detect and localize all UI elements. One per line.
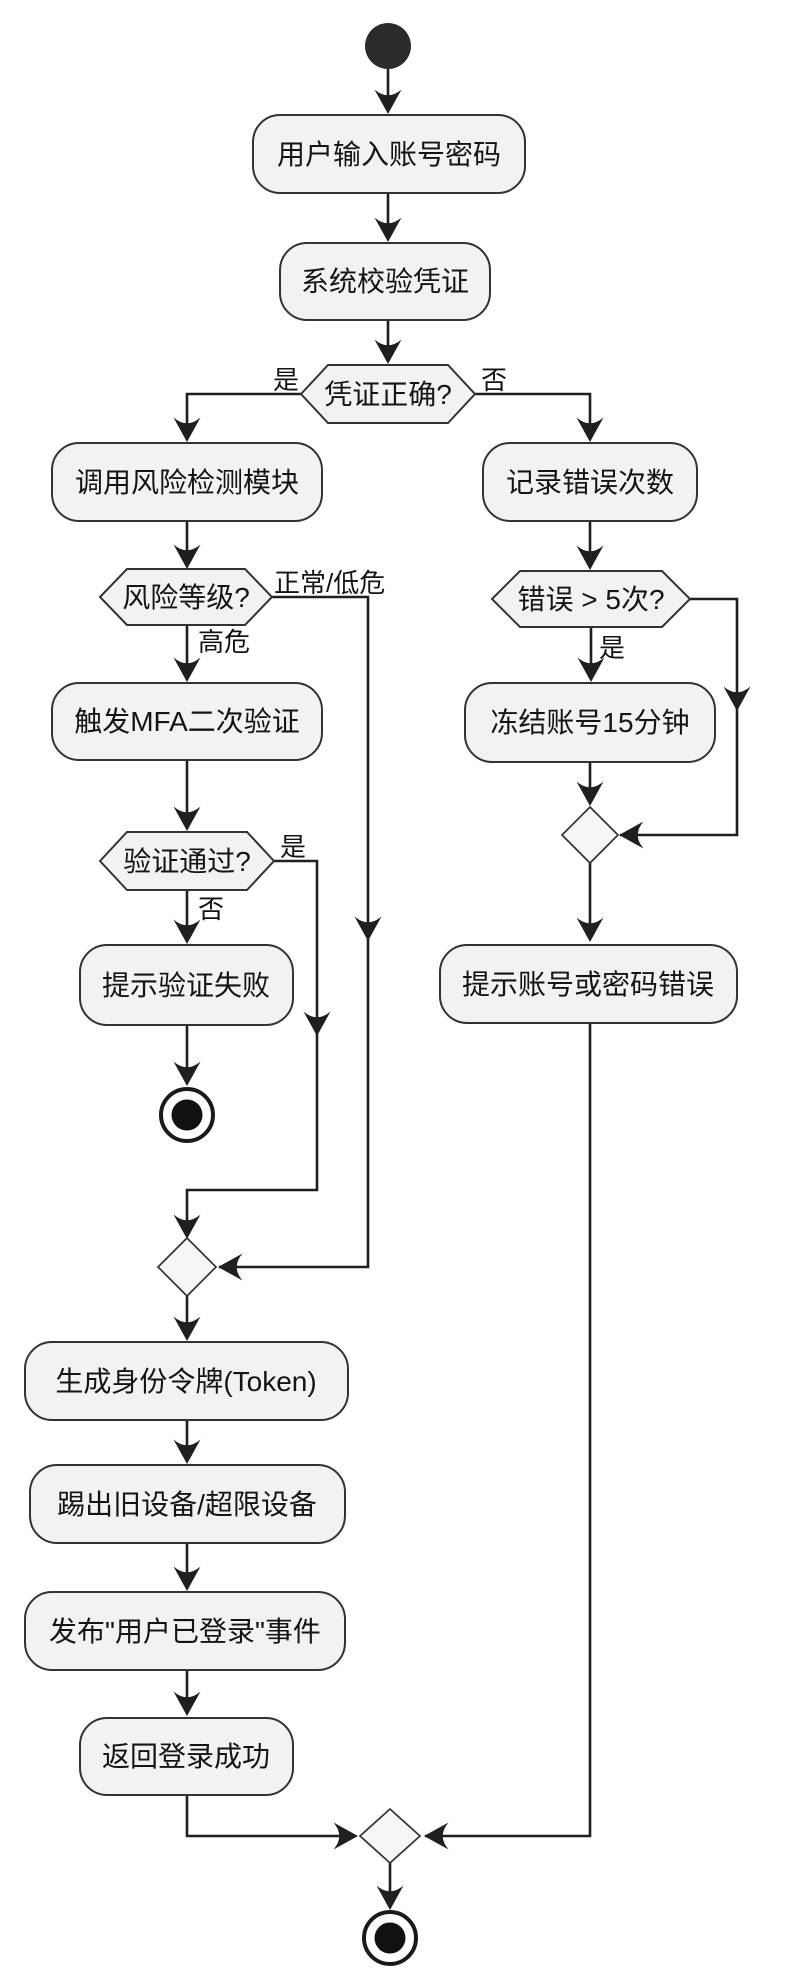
activity-label: 发布"用户已登录"事件 (49, 1616, 321, 1647)
decision-label: 验证通过? (123, 846, 251, 877)
edge-errmsg-mergeend (425, 1023, 592, 1838)
edge-label-risk-high: 高危 (198, 627, 250, 657)
activity-verify-credentials: 系统校验凭证 (279, 242, 491, 321)
edge-label-cred-no: 否 (481, 365, 507, 395)
activity-input-credentials: 用户输入账号密码 (252, 114, 526, 194)
activity-generate-token: 生成身份令牌(Token) (24, 1341, 349, 1421)
decision-label: 错误 > 5次? (517, 584, 664, 615)
decision-mfa-passed: 验证通过? (98, 831, 276, 891)
decision-label: 凭证正确? (324, 379, 452, 410)
edge-credok-riskcheck (185, 392, 301, 439)
edge-errgt5-mergeerr (620, 597, 739, 837)
activity-label: 触发MFA二次验证 (74, 706, 300, 737)
end-node-fail (159, 1087, 215, 1143)
activity-label: 生成身份令牌(Token) (55, 1366, 316, 1397)
activity-kick-devices: 踢出旧设备/超限设备 (29, 1464, 346, 1544)
activity-trigger-mfa: 触发MFA二次验证 (51, 682, 323, 761)
activity-label: 提示验证失败 (102, 970, 270, 1001)
activity-label: 用户输入账号密码 (277, 139, 501, 170)
edge-label-mfa-yes: 是 (280, 832, 306, 862)
edge-label-cred-yes: 是 (273, 365, 299, 395)
decision-risk-level: 风险等级? (98, 568, 274, 626)
start-node (365, 23, 411, 69)
merge-diamond-error (560, 805, 620, 865)
activity-return-success: 返回登录成功 (79, 1717, 294, 1796)
activity-publish-event: 发布"用户已登录"事件 (24, 1591, 346, 1671)
merge-diamond-end (358, 1807, 422, 1865)
activity-freeze-account: 冻结账号15分钟 (464, 682, 716, 763)
activity-record-errors: 记录错误次数 (482, 442, 698, 522)
edge-label-err-yes: 是 (599, 633, 625, 663)
end-node-main (362, 1910, 418, 1966)
activity-mfa-fail-message: 提示验证失败 (79, 944, 294, 1026)
activity-label: 系统校验凭证 (301, 266, 469, 297)
activity-label: 提示账号或密码错误 (462, 969, 714, 1000)
edge-label-mfa-no: 否 (198, 894, 224, 924)
decision-credentials-correct: 凭证正确? (299, 364, 477, 424)
activity-label: 冻结账号15分钟 (490, 707, 689, 738)
merge-diamond-success (156, 1236, 218, 1298)
activity-label: 踢出旧设备/超限设备 (57, 1489, 317, 1520)
decision-errors-over-5: 错误 > 5次? (490, 570, 692, 628)
decision-label: 风险等级? (122, 582, 250, 613)
edge-credok-recorderr (475, 392, 592, 439)
edge-labels: 是 否 高危 正常/低危 否 是 是 (198, 365, 625, 924)
activity-label: 记录错误次数 (506, 467, 674, 498)
activity-error-message: 提示账号或密码错误 (439, 944, 738, 1024)
edge-label-risk-normal: 正常/低危 (274, 568, 385, 598)
activity-label: 返回登录成功 (102, 1741, 270, 1772)
edge-mfapass-mergesuccess (185, 859, 319, 1236)
edge-returnok-mergeend (185, 1795, 355, 1838)
activity-risk-check: 调用风险检测模块 (51, 442, 323, 522)
activity-label: 调用风险检测模块 (75, 467, 299, 498)
